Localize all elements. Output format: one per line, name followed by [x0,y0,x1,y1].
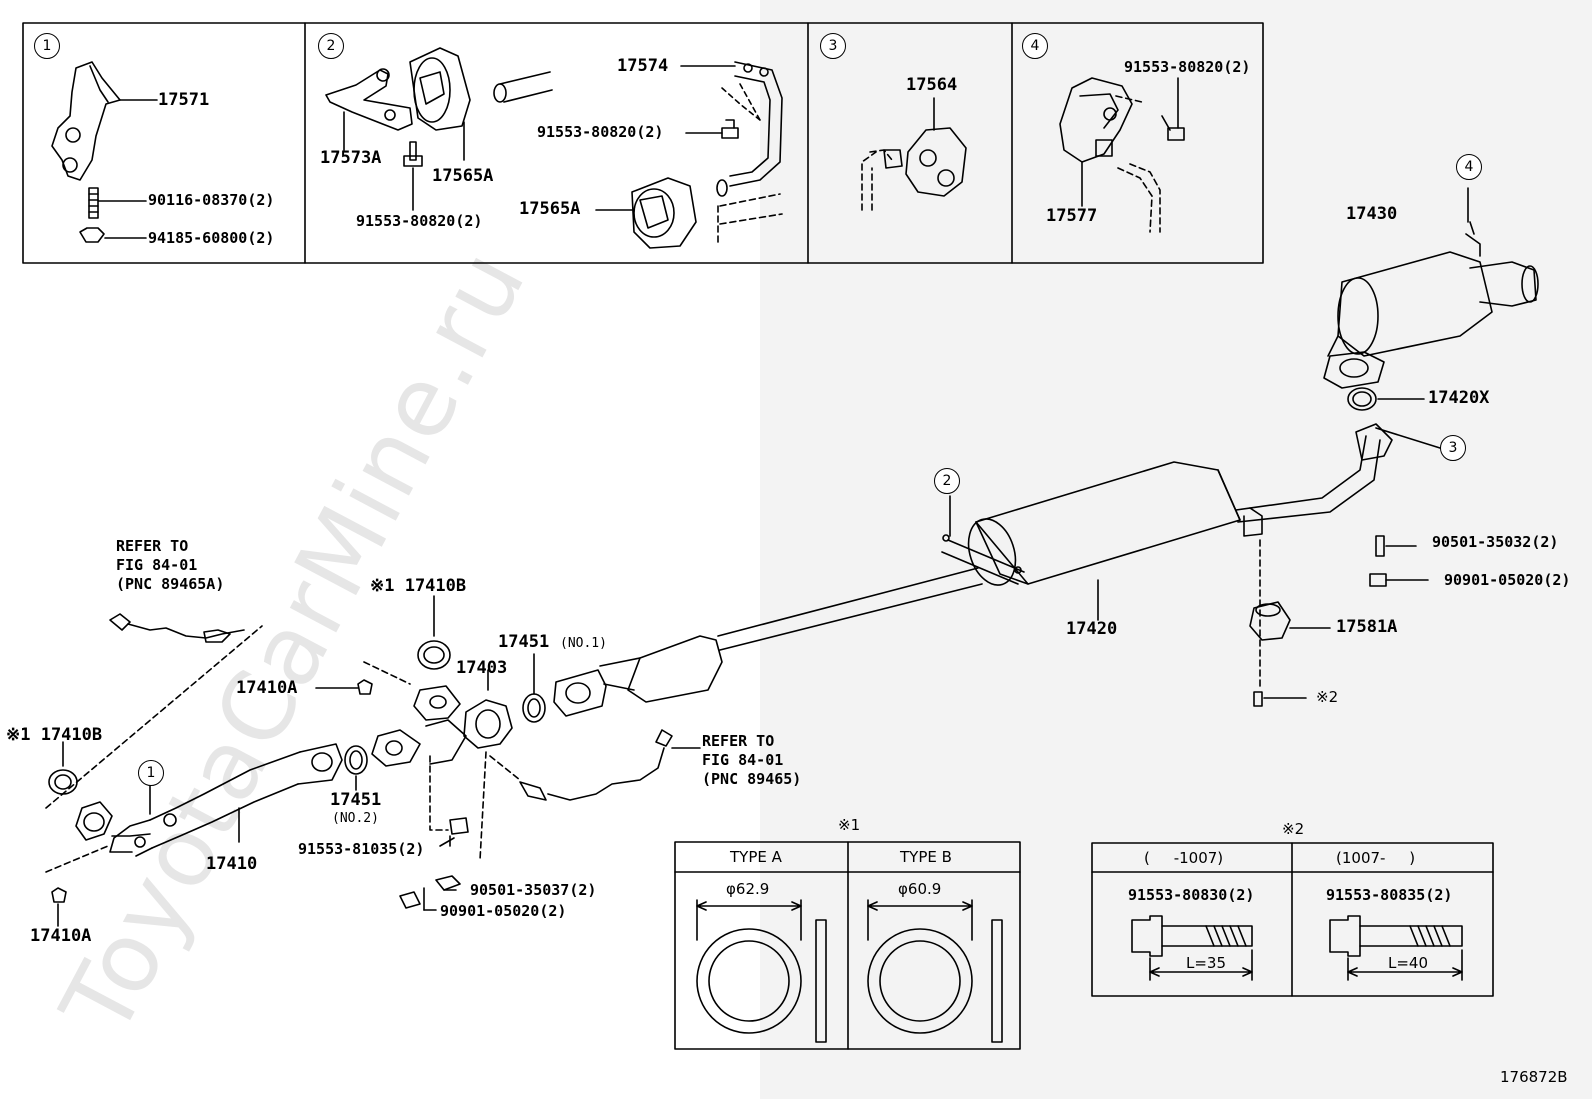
label-17571: 17571 [158,90,210,110]
gasket-17451-no1 [522,693,546,723]
label-17410: 17410 [206,854,258,874]
label-17574: 17574 [617,56,669,76]
label-17420x: 17420X [1428,388,1490,408]
muffler-17420 [717,423,1393,651]
hanger-rubber-17581a [1249,601,1291,641]
label-90901-05020-left: 90901-05020(2) [440,902,567,920]
label-star2-ref: ※2 [1316,688,1339,706]
hanger-17574 [721,61,783,187]
label-17430: 17430 [1346,204,1398,224]
label-90116-08370: 90116-08370(2) [148,191,275,209]
bracket-17571 [51,61,121,181]
label-17564: 17564 [906,75,958,95]
label-17403: 17403 [456,658,508,678]
pipe-stub-inset2 [493,71,553,103]
label-90501-35037: 90501-35037(2) [470,881,597,899]
bolt-91553-inset2a [403,141,423,167]
label-90901-05020-right: 90901-05020(2) [1444,571,1571,589]
gasket-type-table [674,841,1021,1050]
label-91553-80820-inset2a: 91553-80820(2) [356,212,483,230]
table2-col1: ( -1007) [1144,849,1224,867]
label-91553-81035: 91553-81035(2) [298,840,425,858]
label-17451-no1-sub: (NO.1) [560,636,607,651]
label-17410a-top: 17410A [236,678,298,698]
catalytic-converter [553,635,723,717]
figure-code: 176872B [1500,1068,1568,1086]
label-17451-no2-sub: (NO.2) [332,811,379,826]
label-17577: 17577 [1046,206,1098,226]
label-17565a-bottom: 17565A [519,199,581,219]
label-17581a: 17581A [1336,617,1398,637]
inset-number-1: 1 [34,33,60,59]
table1-type-b: TYPE B [900,848,952,866]
front-pipe-17410 [75,743,343,857]
refer-note-right: REFER TO FIG 84-01 (PNC 89465) [702,732,802,788]
gasket-17410b-left [48,769,78,795]
table1-mark: ※1 [838,816,861,834]
rubber-mount-17565a-top [409,47,471,131]
callout-4: 4 [1456,154,1482,180]
table1-diameter-a: φ62.9 [726,880,770,898]
bracket-17573a [325,68,413,131]
callout-3: 3 [1440,435,1466,461]
callout-2: 2 [934,468,960,494]
label-94185-60800: 94185-60800(2) [148,229,275,247]
inset-frame [22,22,1264,264]
gasket-17410b-top [417,640,451,670]
oxygen-sensor-89465 [489,729,673,801]
label-91553-80820-inset4: 91553-80820(2) [1124,58,1251,76]
label-17420: 17420 [1066,619,1118,639]
table2-part1: 91553-80830(2) [1128,886,1255,904]
table2-part2: 91553-80835(2) [1326,886,1453,904]
hanger-rubber-17564 [861,127,967,211]
refer-note-left: REFER TO FIG 84-01 (PNC 89465A) [116,537,225,593]
bolt-length-table [1091,842,1494,997]
stud-90116 [88,187,99,219]
label-91553-80820-inset2b: 91553-80820(2) [537,123,664,141]
table1-type-a: TYPE A [730,848,782,866]
label-17573a: 17573A [320,148,382,168]
inset-number-3: 3 [820,33,846,59]
label-17451-no2: 17451 [330,790,382,810]
bolt-91553-inset4 [1161,115,1185,141]
main-bolts-right [1253,535,1387,707]
table2-mark: ※2 [1282,820,1305,838]
bolt-91553-inset2b [721,119,739,139]
label-17451-no1: 17451 [498,632,550,652]
inset-number-4: 4 [1022,33,1048,59]
nut-17410a-bottom [51,887,67,903]
label-90501-35032: 90501-35032(2) [1432,533,1559,551]
pipe-stub-inset2b [717,193,783,247]
oxygen-sensor-89465a [109,613,245,643]
table2-length2: L=40 [1388,954,1429,972]
flange-17403 [371,685,513,767]
gasket-17420x [1347,387,1377,411]
background-shade [760,0,1592,1099]
label-17410a-bottom: 17410A [30,926,92,946]
table2-length1: L=35 [1186,954,1227,972]
rubber-mount-17565a-bottom [631,177,697,249]
hanger-17577 [1059,77,1161,233]
gasket-17451-no2 [344,745,368,775]
callout-1: 1 [138,760,164,786]
table2-col2: (1007- ) [1336,849,1416,867]
nut-17410a-top [357,679,373,695]
label-17565a-top: 17565A [432,166,494,186]
table1-diameter-b: φ60.9 [898,880,942,898]
tail-pipe-17430 [1323,221,1539,389]
label-17410b-top: ※1 17410B [370,576,467,596]
nut-94185 [79,227,105,243]
label-17410b-left: ※1 17410B [6,725,103,745]
inset-number-2: 2 [318,33,344,59]
